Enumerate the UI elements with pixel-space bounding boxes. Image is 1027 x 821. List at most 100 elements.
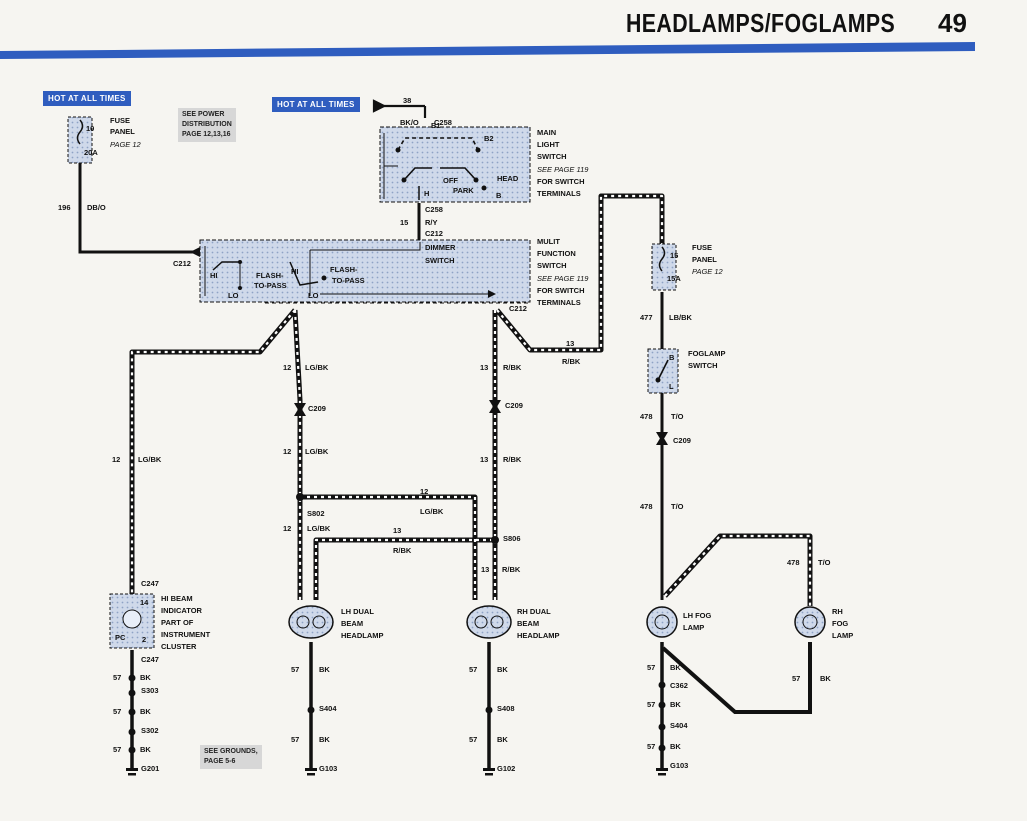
fuse-label: FUSE [110, 116, 130, 125]
wire-color: LB/BK [669, 313, 692, 322]
see-grounds-note: SEE GROUNDS, PAGE 5-6 [200, 745, 262, 769]
wire-color: BK [497, 735, 508, 744]
connector-c209-fog [656, 432, 668, 445]
connector-c209-right [489, 400, 501, 413]
splice-label: S302 [141, 726, 159, 735]
terminal-b: B [496, 191, 502, 200]
main-switch-label: FOR SWITCH [537, 177, 585, 186]
terminal-h: H [424, 189, 429, 198]
wire-color: T/O [671, 502, 684, 511]
main-switch-label: SWITCH [537, 152, 567, 161]
wire-number: 13 [481, 565, 489, 574]
wire-db-o [78, 160, 200, 254]
connector-c212-left: C212 [173, 259, 191, 268]
splice-label: S802 [307, 509, 325, 518]
wire-color: BK [497, 665, 508, 674]
flash-to-pass-label: FLASH- [330, 265, 358, 274]
wire-color: LG/BK [305, 363, 329, 372]
ground-wires [130, 642, 812, 768]
fuse-circuit-number: 15 [670, 251, 678, 260]
wire-number: 57 [291, 735, 299, 744]
multi-function-switch: HI LO FLASH- TO-PASS HI LO FLASH- TO-PAS… [199, 237, 589, 307]
wire-color: LG/BK [305, 447, 329, 456]
wire-color: BK [319, 735, 330, 744]
wire-number: 57 [113, 745, 121, 754]
multi-switch-label: MULIT [537, 237, 560, 246]
ground-label: G201 [141, 764, 159, 773]
switch-park-label: PARK [453, 186, 474, 195]
connector-c209-left [294, 403, 306, 416]
striped-wires [129, 193, 813, 606]
wire-color: T/O [671, 412, 684, 421]
connector-c258-bottom: C258 [425, 205, 443, 214]
wire-number: 57 [469, 735, 477, 744]
main-switch-label: LIGHT [537, 140, 560, 149]
fog-switch-label: FOGLAMP [688, 349, 726, 358]
flash-to-pass-label: TO-PASS [254, 281, 287, 290]
lh-dual-label: BEAM [341, 619, 363, 628]
note-line: SEE POWER [182, 111, 225, 118]
hi-beam-label: INDICATOR [161, 606, 203, 615]
wire-number: 12 [283, 447, 291, 456]
hot-at-all-times-tag-top: HOT AT ALL TIMES [272, 97, 360, 112]
wire-number: 57 [291, 665, 299, 674]
wire-number: 13 [566, 339, 574, 348]
wire-number: 12 [112, 455, 120, 464]
wire-color: LG/BK [138, 455, 162, 464]
terminal-b1: B1 [431, 121, 441, 130]
wire-color: BK [670, 700, 681, 709]
wire-color: LG/BK [307, 524, 331, 533]
note-line: SEE GROUNDS, [204, 748, 258, 755]
wire-color: T/O [818, 558, 831, 567]
fuse-circuit-number: 10 [86, 124, 94, 133]
page-title: HEADLAMPS/FOGLAMPS [626, 8, 896, 38]
header-accent-bar [0, 42, 975, 59]
wire-color: DB/O [87, 203, 106, 212]
flash-to-pass-label: FLASH- [256, 271, 284, 280]
hi-beam-label: HI BEAM [161, 594, 193, 603]
connector-c247: C247 [141, 655, 159, 664]
switch-lo-label: LO [228, 291, 239, 300]
connector-c209: C209 [308, 404, 326, 413]
ground-label: G103 [319, 764, 337, 773]
connector-arrow [190, 247, 200, 257]
wire-number: 57 [792, 674, 800, 683]
wire-color: R/BK [503, 363, 522, 372]
pin-2: 2 [142, 635, 146, 644]
ground-label: G102 [497, 764, 515, 773]
multi-switch-page-ref: SEE PAGE 119 [537, 274, 589, 283]
wire-number: 478 [640, 502, 653, 511]
main-switch-label: MAIN [537, 128, 556, 137]
wire-number: 57 [647, 742, 655, 751]
wire-number: 478 [787, 558, 800, 567]
fuse-page-ref: PAGE 12 [110, 140, 142, 149]
hi-beam-label: CLUSTER [161, 642, 197, 651]
wire-color: BK [670, 663, 681, 672]
rh-fog-label: LAMP [832, 631, 853, 640]
splice-label: S806 [503, 534, 521, 543]
wire-number: 12 [420, 487, 428, 496]
multi-switch-label: SWITCH [537, 261, 567, 270]
terminal-b: B [669, 353, 675, 362]
splice-s802 [296, 493, 304, 501]
wire-color: BK [319, 665, 330, 674]
rh-dual-label: HEADLAMP [517, 631, 560, 640]
wire-color: R/BK [562, 357, 581, 366]
pin-14: 14 [140, 598, 149, 607]
rh-dual-label: BEAM [517, 619, 539, 628]
switch-hi-label: HI [291, 267, 299, 276]
ground-labels: 57 BK S303 57 BK S302 57 BK G201 57 BK S… [113, 663, 831, 773]
fuse-label: FUSE [692, 243, 712, 252]
wire-number: 38 [403, 96, 411, 105]
wire-color: R/BK [503, 455, 522, 464]
note-line: PAGE 12,13,16 [182, 131, 231, 138]
hi-beam-label: INSTRUMENT [161, 630, 211, 639]
switch-lo-label: LO [308, 291, 319, 300]
wire-number: 57 [647, 700, 655, 709]
switch-off-label: OFF [443, 176, 458, 185]
hi-beam-indicator: 14 PC 2 HI BEAM INDICATOR PART OF INSTRU… [109, 593, 211, 651]
lh-fog-lamp: LH FOG LAMP [646, 606, 711, 638]
wire-number: 57 [647, 663, 655, 672]
fuse-label: PANEL [110, 127, 135, 136]
